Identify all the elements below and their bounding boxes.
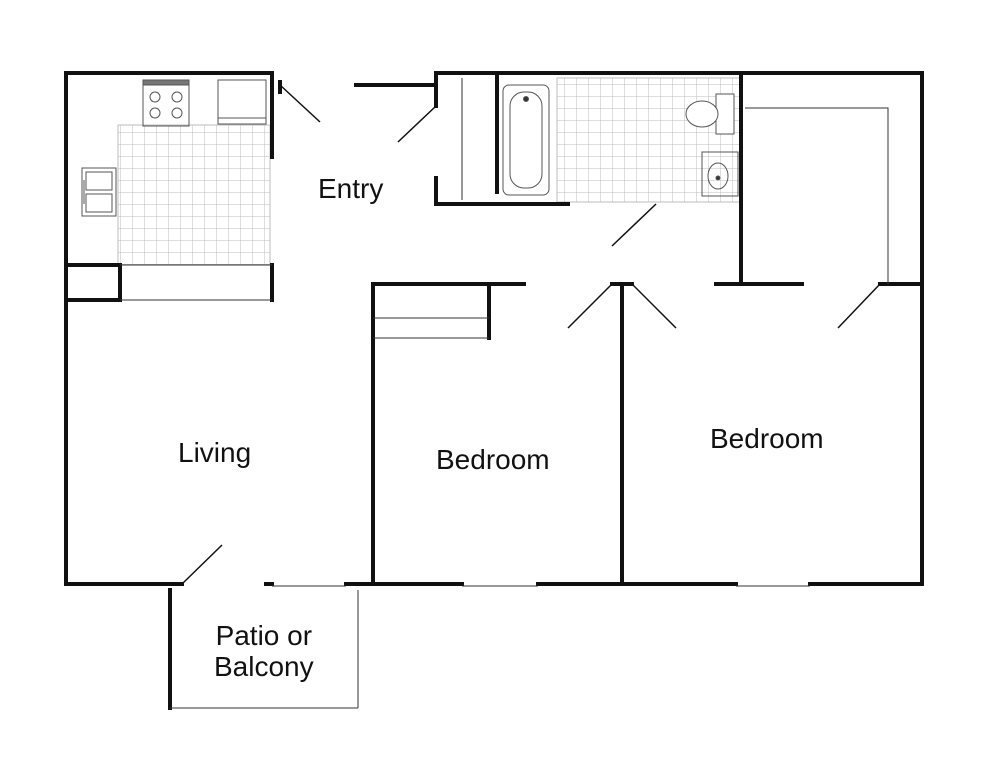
bedroom-1-label: Bedroom	[436, 444, 550, 475]
living-label: Living	[178, 437, 252, 468]
refrigerator-icon	[217, 79, 267, 125]
thin-lines	[120, 78, 889, 709]
bedroom-2-label: Bedroom	[710, 423, 824, 454]
bathtub-icon	[502, 84, 550, 196]
kitchen-sink-icon	[81, 167, 117, 217]
toilet-icon	[685, 93, 735, 135]
bath-tile-floor	[556, 77, 742, 203]
bathroom-sink-icon	[701, 151, 739, 197]
patio-label-line1: Patio or	[215, 620, 313, 651]
door-swings	[181, 84, 881, 585]
kitchen-tile-floor	[117, 124, 271, 266]
patio-label-line2: Balcony	[214, 650, 314, 682]
walls	[64, 71, 924, 710]
entry-label: Entry	[318, 173, 384, 204]
patio-label: Patio or Balcony	[214, 620, 314, 683]
stove-icon	[142, 79, 190, 127]
